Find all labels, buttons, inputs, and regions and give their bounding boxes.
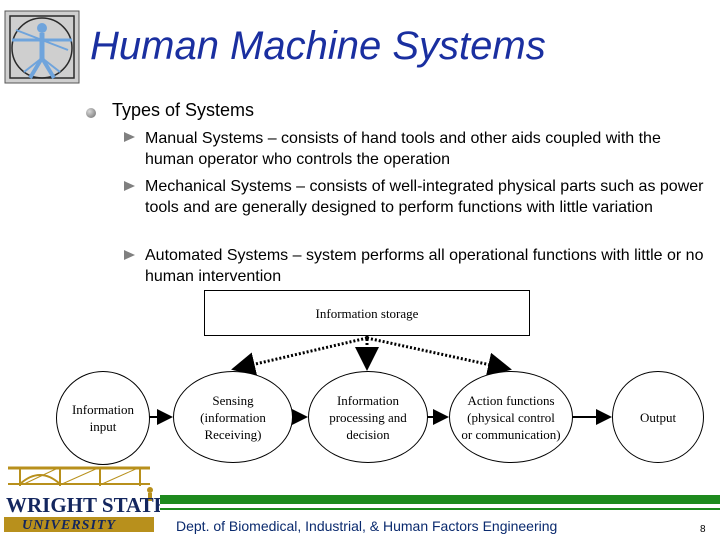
output-label: Output — [639, 409, 677, 425]
action-label-line: Action functions — [467, 392, 555, 408]
slide-title: Human Machine Systems — [90, 24, 546, 68]
processing-circle: Information processing and decision — [308, 371, 428, 463]
sub-bullet-mechanical: Mechanical Systems – consists of well-in… — [145, 178, 704, 216]
main-bullet-text: Types of Systems — [112, 100, 255, 120]
output-circle: Output — [612, 371, 704, 463]
logo-text-university: UNIVERSITY — [22, 518, 116, 533]
action-functions-circle: Action functions (physical control or co… — [449, 371, 573, 463]
storage-label: Information storage — [315, 305, 419, 321]
input-label-line: input — [89, 419, 117, 434]
bullet-sphere-icon — [86, 108, 96, 118]
processing-label-line: processing and — [329, 409, 407, 425]
footer-green-line — [160, 508, 720, 510]
information-storage-box: Information storage — [204, 290, 530, 336]
input-label-line: Information — [71, 402, 135, 417]
department-name: Dept. of Biomedical, Industrial, & Human… — [176, 518, 558, 534]
page-number: 8 — [700, 524, 706, 535]
sensing-label-line: Sensing — [212, 392, 254, 408]
logo-text-wright-state: WRIGHT STATE — [6, 493, 160, 517]
wright-state-logo: WRIGHT STATE UNIVERSITY — [4, 466, 160, 533]
action-label-line: (physical control — [467, 409, 555, 425]
processing-label-line: Information — [336, 392, 400, 408]
sub-bullet-arrow-icon — [124, 181, 135, 191]
information-input-circle: Information input — [56, 371, 150, 465]
sensing-label-line: Receiving) — [204, 426, 262, 442]
sub-bullet-manual: Manual Systems – consists of hand tools … — [145, 130, 661, 168]
vitruvian-man-logo — [4, 10, 80, 84]
sub-bullet-arrow-icon — [124, 250, 135, 260]
sensing-circle: Sensing (information Receiving) — [173, 371, 293, 463]
processing-label-line: decision — [346, 426, 390, 442]
sub-bullet-arrow-icon — [124, 132, 135, 142]
footer-green-bar — [160, 495, 720, 504]
sensing-label-line: (information — [200, 409, 266, 425]
action-label-line: or communication) — [461, 426, 561, 442]
sub-bullet-automated: Automated Systems – system performs all … — [145, 247, 704, 285]
